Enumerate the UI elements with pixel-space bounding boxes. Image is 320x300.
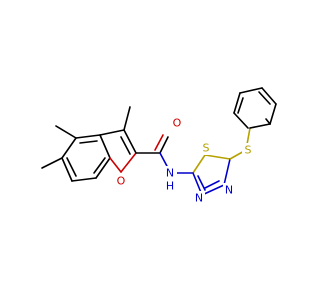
bond [79, 140, 98, 144]
atom-label: N [195, 192, 203, 205]
atom-labels: O O N H S S N N [115, 116, 254, 205]
atom-label: S [203, 142, 210, 155]
molecule-structure-diagram: O O N H S S N N [41, 87, 277, 205]
bond [258, 91, 271, 105]
bond [75, 134, 101, 139]
atom-n-ring-a: N [223, 183, 235, 197]
atom-s-ring: S [200, 141, 212, 155]
bond [99, 129, 125, 136]
bonds [41, 87, 277, 196]
bond [95, 157, 111, 179]
bond [66, 157, 77, 177]
bond [109, 157, 122, 173]
bond [265, 118, 271, 125]
atom-n-ring-b: N [193, 191, 205, 205]
bond [223, 158, 231, 186]
bond [123, 129, 137, 154]
atom-label: O [173, 117, 182, 130]
atom-label: N [225, 184, 233, 197]
bond [71, 177, 97, 182]
bond [154, 134, 164, 151]
bond [204, 180, 220, 189]
bond [99, 134, 111, 159]
bond [41, 157, 63, 169]
bond [123, 106, 131, 131]
atom-label: O [117, 175, 126, 188]
atom-o-furan: O [115, 174, 127, 188]
bond [239, 87, 263, 94]
atom-label: S [245, 144, 252, 157]
bond [249, 123, 271, 129]
bond [197, 175, 206, 191]
atom-label: N [166, 167, 174, 180]
bond [261, 87, 277, 105]
bond [55, 125, 77, 139]
bond [159, 136, 169, 154]
atom-s-thioether: S [242, 143, 254, 157]
bond [233, 92, 241, 114]
bond [269, 103, 277, 125]
bond [159, 152, 169, 169]
bond [233, 112, 249, 129]
bond [61, 157, 73, 182]
bond [201, 184, 225, 196]
atom-nh: N H [164, 166, 177, 193]
bond [204, 154, 231, 160]
bond [61, 137, 77, 159]
bond [192, 154, 206, 174]
bond [120, 136, 131, 155]
atom-o-carbonyl: O [171, 116, 183, 130]
bond [120, 152, 137, 173]
bond [237, 97, 244, 114]
bond [93, 157, 106, 174]
atom-label: H [166, 180, 174, 193]
